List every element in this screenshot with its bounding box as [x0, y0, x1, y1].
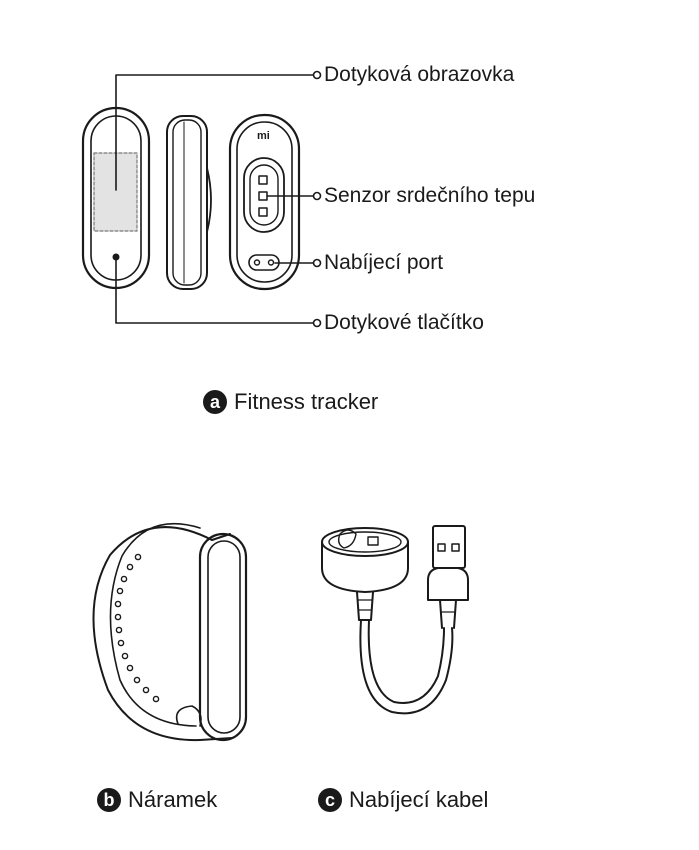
caption-strap: b Náramek	[97, 787, 217, 813]
label-touch-button: Dotykové tlačítko	[324, 311, 484, 334]
mi-logo: mi	[257, 130, 270, 142]
caption-charging-cable: c Nabíjecí kabel	[318, 787, 488, 813]
callout-lines	[115, 70, 322, 328]
label-charging-port: Nabíjecí port	[324, 251, 444, 274]
tracker-side-view	[166, 115, 212, 290]
tracker-back-view	[228, 113, 301, 291]
caption-text: Náramek	[128, 787, 218, 812]
caption-fitness-tracker: a Fitness tracker	[203, 389, 378, 415]
strap-illustration	[92, 523, 248, 742]
badge-c: c	[318, 788, 342, 812]
caption-text: Fitness tracker	[234, 389, 379, 414]
label-touch-screen: Dotyková obrazovka	[324, 63, 515, 86]
badge-a: a	[203, 390, 227, 414]
caption-text: Nabíjecí kabel	[349, 787, 489, 812]
label-heart-rate-sensor: Senzor srdečního tepu	[324, 184, 536, 207]
charging-cable-illustration	[321, 525, 469, 715]
badge-b: b	[97, 788, 121, 812]
